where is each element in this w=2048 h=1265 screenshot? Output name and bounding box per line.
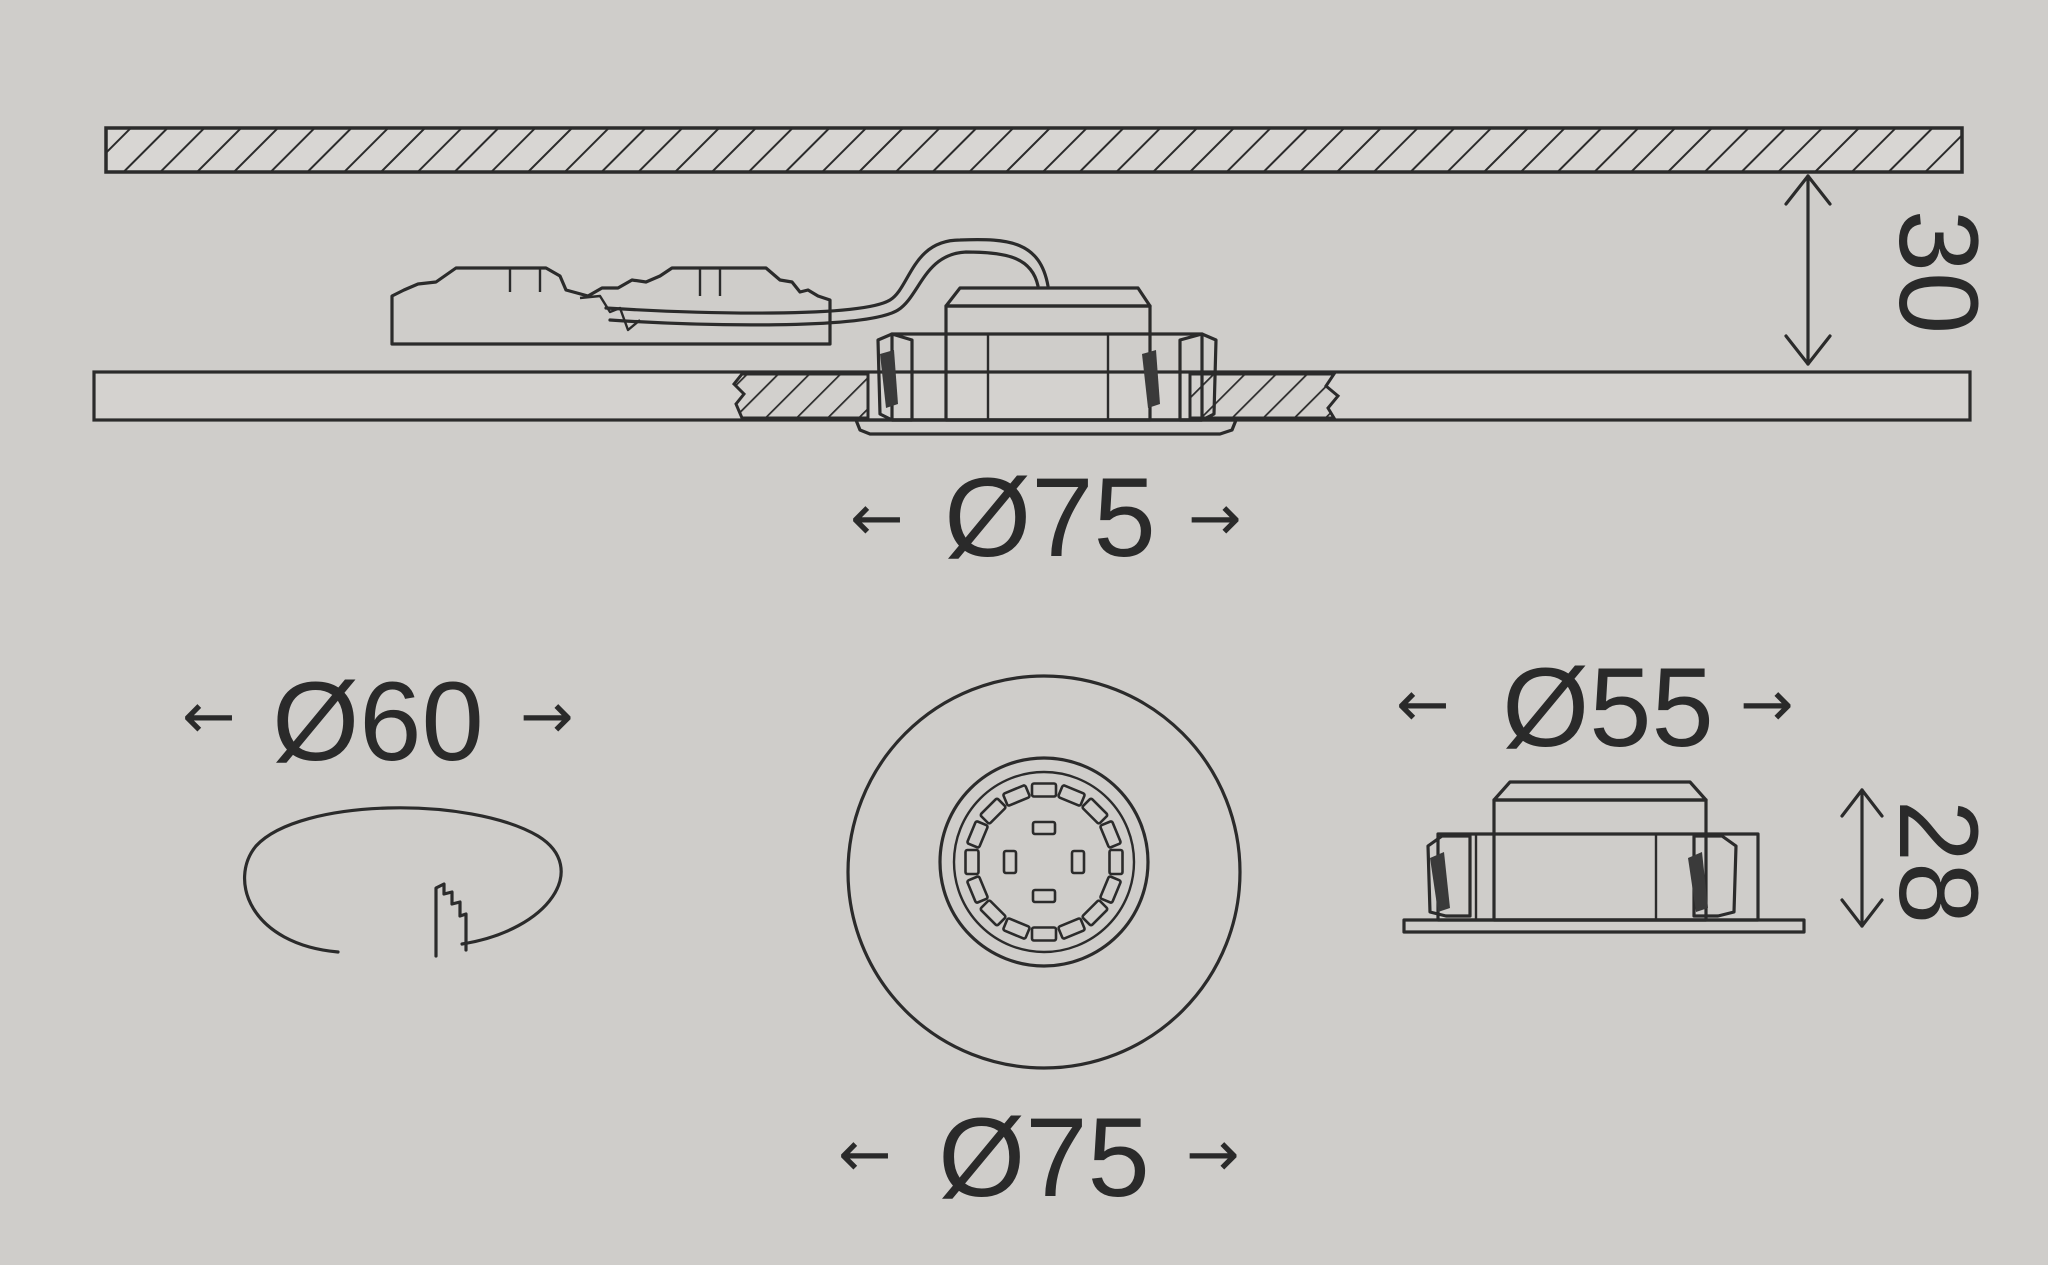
led-chip xyxy=(979,899,1007,927)
arrow-left-icon: ← xyxy=(850,482,904,556)
led-chip xyxy=(1099,820,1122,849)
trim-front-label: Ø75 xyxy=(938,1095,1150,1220)
cutout-diameter-top: ← Ø75 → xyxy=(850,455,1242,580)
connection-cable xyxy=(604,238,1050,315)
installation-cross-section: 30 ← Ø75 → xyxy=(92,126,2001,580)
ceiling-slab xyxy=(104,126,1964,174)
arrow-left-icon: ← xyxy=(838,1118,892,1192)
led-chip xyxy=(966,875,989,904)
body-height-label: 28 xyxy=(1876,800,2001,925)
lamp-front-view: ← Ø75 → xyxy=(838,674,1242,1220)
led-driver xyxy=(390,266,832,346)
led-chip xyxy=(1030,782,1058,798)
led-chip xyxy=(979,797,1007,825)
saw-blade-icon xyxy=(434,882,468,958)
led-chip xyxy=(966,820,989,849)
led-chip xyxy=(1081,899,1109,927)
led-chip xyxy=(964,848,980,876)
lamp-body-installed xyxy=(854,286,1238,436)
arrow-left-icon: ← xyxy=(1396,668,1450,742)
body-height-dimension: 28 xyxy=(1840,788,2001,928)
led-chip xyxy=(1099,875,1122,904)
led-module-inner xyxy=(952,770,1136,954)
hole-cutout-label: Ø60 xyxy=(272,659,484,784)
clearance-label: 30 xyxy=(1876,210,2001,335)
cutout-top-label: Ø75 xyxy=(944,455,1156,580)
led-chip-array xyxy=(964,782,1124,942)
body-diameter-label: Ø55 xyxy=(1502,645,1714,770)
led-chip xyxy=(1031,888,1057,904)
led-chip xyxy=(1081,797,1109,825)
cutout-ellipse xyxy=(242,806,563,954)
ceiling-panel xyxy=(92,370,1972,422)
hole-cutout-view: ← Ø60 → xyxy=(182,659,574,958)
led-chip xyxy=(1031,820,1057,836)
clearance-dimension: 30 xyxy=(1784,174,2001,366)
led-chip xyxy=(1002,917,1031,940)
led-chip xyxy=(1002,849,1018,875)
arrow-left-icon: ← xyxy=(182,680,236,754)
arrow-right-icon: → xyxy=(520,680,574,754)
led-chip xyxy=(1002,784,1031,807)
led-chip xyxy=(1057,917,1086,940)
led-module-outline xyxy=(938,756,1150,968)
arrow-right-icon: → xyxy=(1188,482,1242,556)
trim-ring xyxy=(846,674,1242,1070)
led-chip xyxy=(1030,926,1058,942)
led-chip xyxy=(1057,784,1086,807)
arrow-right-icon: → xyxy=(1740,668,1794,742)
arrow-right-icon: → xyxy=(1186,1118,1240,1192)
lamp-side-view: ← Ø55 → 28 xyxy=(1396,645,2001,934)
led-chip xyxy=(1070,849,1086,875)
led-chip xyxy=(1108,848,1124,876)
